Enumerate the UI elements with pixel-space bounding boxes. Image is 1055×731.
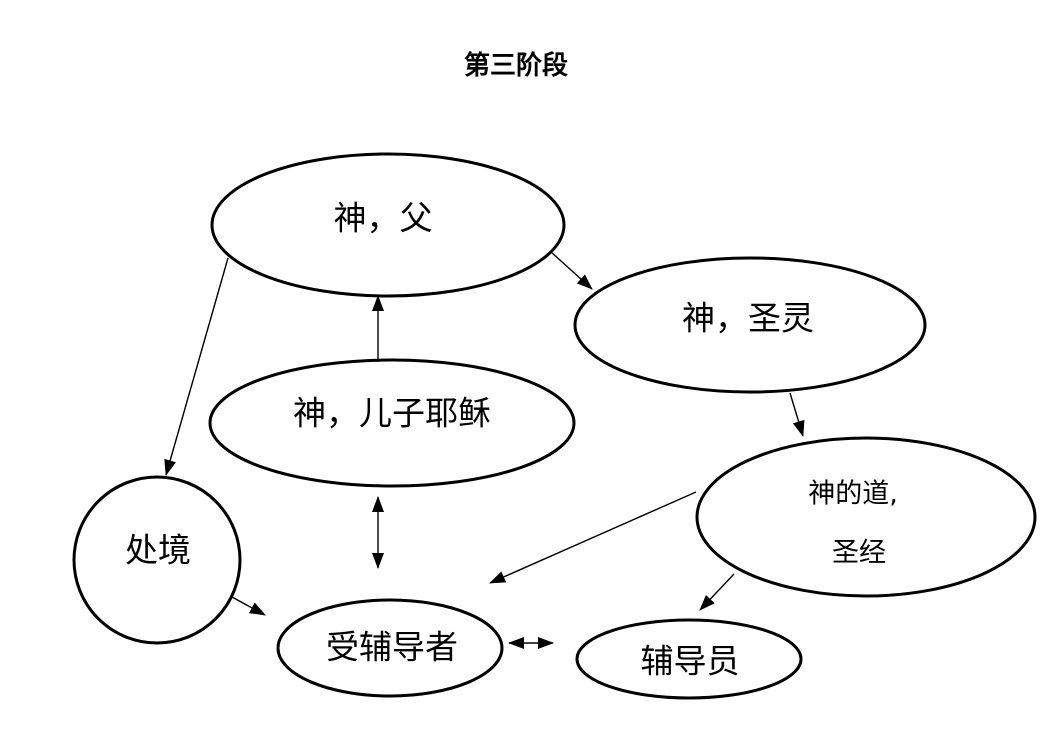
node-label-god-son-jesus: 神，儿子耶稣 xyxy=(293,394,491,433)
node-label-god-holy-spirit: 神，圣灵 xyxy=(682,299,814,338)
node-label-situation: 处境 xyxy=(125,531,191,570)
node-gods-word-bible xyxy=(695,436,1037,598)
edge-word-to-counselor xyxy=(699,573,735,611)
node-situation xyxy=(72,475,242,645)
edge-word-to-counselee xyxy=(489,491,697,584)
page-title: 第三阶段 xyxy=(464,50,568,81)
node-label-gods-word-line1: 神的道, xyxy=(808,479,898,510)
node-god-son-jesus xyxy=(208,358,576,488)
node-counselee xyxy=(276,598,504,698)
edge-father-to-holy-spirit xyxy=(550,251,593,290)
edge-holy-spirit-to-word xyxy=(789,392,805,437)
node-counselor xyxy=(575,618,803,700)
node-god-father xyxy=(210,152,566,298)
node-label-gods-word-line2: 圣经 xyxy=(832,538,886,569)
edge-father-to-situation xyxy=(164,257,229,476)
node-label-counselee: 受辅导者 xyxy=(326,628,458,667)
edge-situation-to-counselee xyxy=(231,596,266,616)
node-god-holy-spirit xyxy=(573,256,927,394)
node-label-god-father: 神，父 xyxy=(334,199,433,238)
node-label-counselor: 辅导员 xyxy=(641,642,740,681)
